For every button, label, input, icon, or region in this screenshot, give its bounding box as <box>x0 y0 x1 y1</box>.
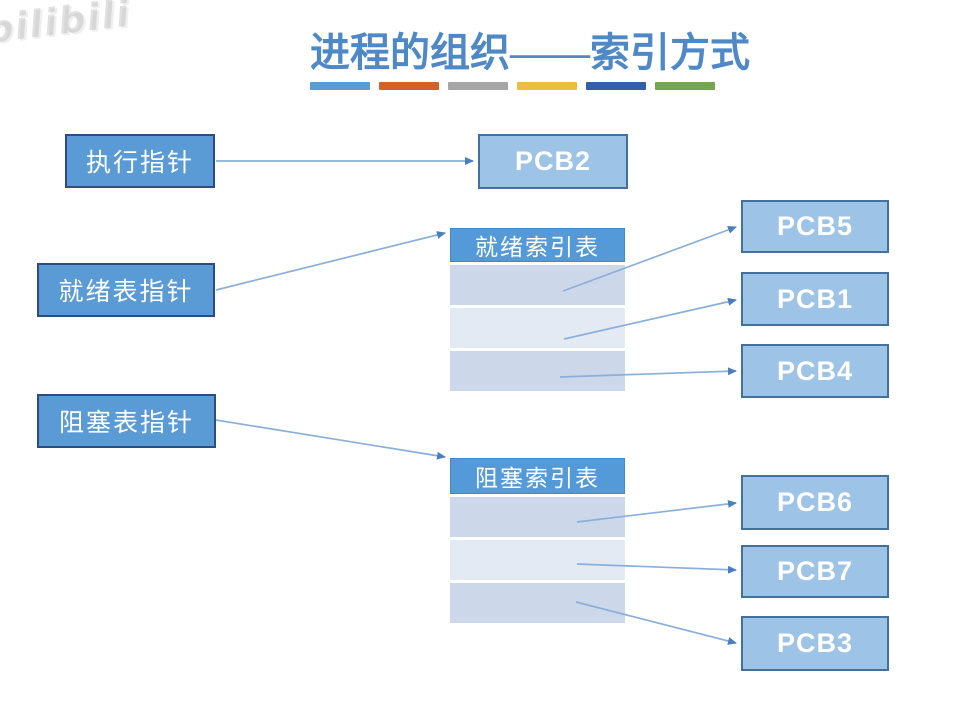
ready-index-table-header: 就绪索引表 <box>450 228 625 262</box>
arrow-blockedptr-to-table <box>215 419 446 460</box>
divider-bar-orange <box>379 82 439 90</box>
pcb7-box: PCB7 <box>741 545 889 598</box>
ready-index-table-row-1 <box>450 265 625 305</box>
divider-bar-gray <box>448 82 508 90</box>
divider-bar-green <box>655 82 715 90</box>
pcb3-label: PCB3 <box>776 628 854 658</box>
blocked-index-table: 阻塞索引表 <box>450 458 625 623</box>
pcb4-box: PCB4 <box>741 344 889 398</box>
ready-index-table-title: 就绪索引表 <box>475 235 600 260</box>
pcb6-box: PCB6 <box>741 475 889 530</box>
blocked-index-table-row-2 <box>450 540 625 580</box>
pcb1-box: PCB1 <box>741 272 889 326</box>
ready-index-table-row-3 <box>450 351 625 391</box>
page-title: 进程的组织——索引方式 <box>310 30 750 75</box>
pcb5-box: PCB5 <box>741 200 889 253</box>
title-divider-bars <box>310 82 715 90</box>
blocked-index-table-row-3 <box>450 583 625 623</box>
exec-pointer-box: 执行指针 <box>65 134 215 188</box>
blocked-pointer-label: 阻塞表指针 <box>58 410 194 437</box>
exec-pointer-label: 执行指针 <box>85 150 194 177</box>
ready-index-table-row-2 <box>450 308 625 348</box>
pcb6-label: PCB6 <box>776 487 854 517</box>
ready-pointer-label: 就绪表指针 <box>58 279 194 306</box>
arrow-readyptr-to-table <box>215 231 446 291</box>
ready-pointer-box: 就绪表指针 <box>37 263 215 317</box>
blocked-index-table-header: 阻塞索引表 <box>450 458 625 494</box>
blocked-index-table-row-1 <box>450 497 625 537</box>
pcb1-label: PCB1 <box>776 283 854 314</box>
pcb5-label: PCB5 <box>776 211 854 241</box>
pcb2-label: PCB2 <box>514 146 592 176</box>
blocked-index-table-title: 阻塞索引表 <box>475 466 600 491</box>
pcb4-label: PCB4 <box>776 355 854 386</box>
ready-index-table: 就绪索引表 <box>450 228 625 391</box>
divider-bar-dark-blue <box>586 82 646 90</box>
divider-bar-yellow <box>517 82 577 90</box>
blocked-pointer-box: 阻塞表指针 <box>37 394 216 448</box>
pcb3-box: PCB3 <box>741 616 889 671</box>
pcb7-label: PCB7 <box>776 556 854 586</box>
divider-bar-blue <box>310 82 370 90</box>
bilibili-watermark: bilibili <box>0 0 134 52</box>
pcb2-box: PCB2 <box>478 134 628 189</box>
